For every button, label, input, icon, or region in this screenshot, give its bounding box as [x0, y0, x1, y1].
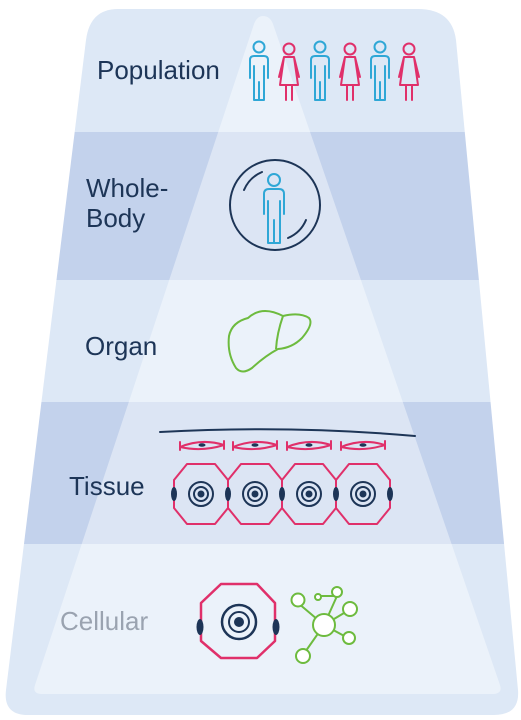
level-label-whole-body-text: Whole- Body [86, 173, 168, 233]
level-label-whole-body: Whole- Body [86, 173, 168, 233]
cell-nucleus [198, 491, 205, 498]
level-label-tissue: Tissue [69, 471, 145, 501]
cell-junction [333, 487, 339, 501]
level-label-organ: Organ [85, 331, 157, 361]
cell-nucleus [306, 491, 313, 498]
level-label-population: Population [97, 55, 220, 85]
level-label-cellular: Cellular [60, 606, 148, 636]
endothelial-nucleus [306, 443, 313, 447]
endothelial-nucleus [360, 443, 367, 447]
cell-junction [279, 487, 285, 501]
endothelial-nucleus [252, 443, 259, 447]
cell-junction [387, 487, 393, 501]
endothelial-nucleus [199, 443, 206, 447]
cell-nucleus [252, 491, 259, 498]
cell-junction [171, 487, 177, 501]
cell-nucleus [360, 491, 367, 498]
cell-junction [225, 487, 231, 501]
